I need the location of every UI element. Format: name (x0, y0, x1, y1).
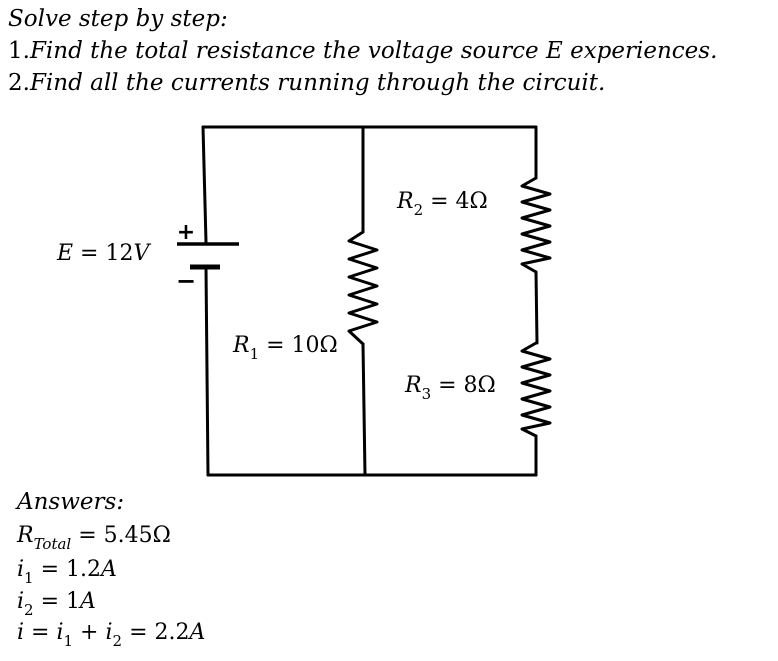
battery-top-wire (201, 125, 208, 244)
right-middle-wire (534, 270, 539, 345)
battery-minus-sign: − (176, 267, 196, 295)
answer-rtotal: RTotal = 5.45Ω (17, 523, 171, 553)
question-2: 2.Find all the currents running through … (8, 72, 605, 95)
battery-bottom-wire (204, 266, 210, 477)
question-2-text: Find all the currents running through th… (29, 70, 606, 96)
resistor-r2-zigzag (520, 176, 552, 274)
problem-heading: Solve step by step: (8, 6, 228, 32)
middle-bottom-wire (361, 342, 367, 477)
resistor-r1-zigzag (347, 230, 379, 346)
question-1: 1.Find the total resistance the voltage … (8, 40, 717, 63)
source-label: E = 12V (57, 241, 150, 266)
question-1-text: Find the total resistance the voltage so… (29, 38, 718, 64)
question-2-number: 2. (8, 70, 30, 96)
resistor-r3-zigzag (520, 341, 552, 438)
battery-plus-sign: + (177, 220, 195, 245)
answers-heading: Answers: (17, 489, 125, 515)
r3-label: R3 = 8Ω (405, 373, 496, 403)
r2-label: R2 = 4Ω (397, 189, 488, 219)
answer-i1: i1 = 1.2A (17, 557, 117, 587)
answer-i2: i2 = 1A (17, 589, 96, 619)
question-1-number: 1. (8, 38, 30, 64)
answer-itotal: i = i1 + i2 = 2.2A (17, 620, 206, 650)
r1-label: R1 = 10Ω (233, 333, 338, 363)
